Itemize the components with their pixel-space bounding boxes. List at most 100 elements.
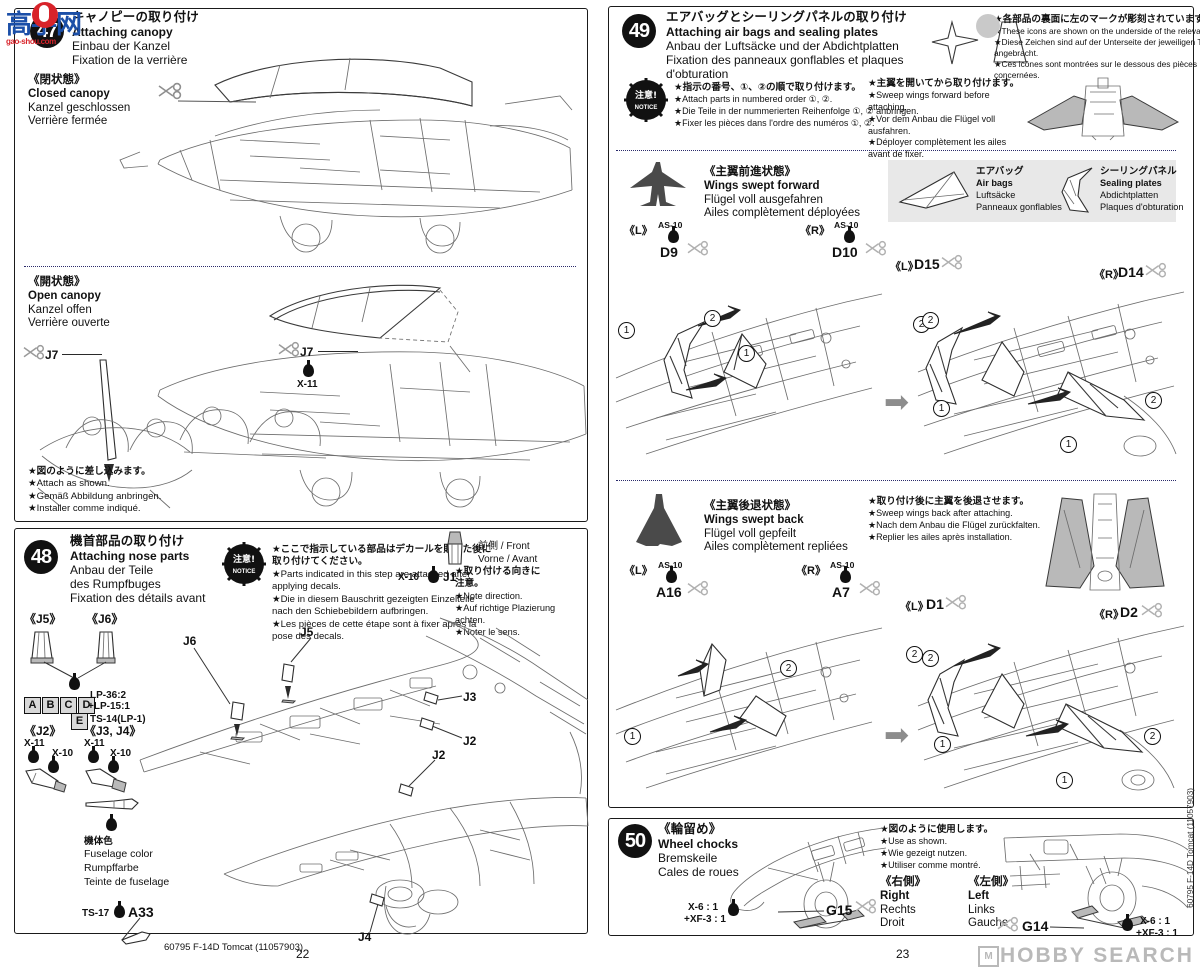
wings-back-block: 《主翼後退状態》 Wings swept back Flügel voll ge… bbox=[704, 500, 848, 555]
paint-dot-d10 bbox=[844, 226, 855, 243]
order-number-2-fwd-right-b: 2 bbox=[1145, 392, 1162, 409]
part-j6-placed bbox=[230, 701, 246, 741]
part-j6-shape bbox=[96, 631, 116, 664]
underside-icon-note-jp: ★各部品の裏面に左のマークが彫刻されています。 bbox=[994, 14, 1200, 25]
sweep-forward-note-en2: attaching. bbox=[868, 102, 908, 113]
right-side-de: Rechts bbox=[880, 903, 916, 916]
step49-title-fr: Fixation des panneaux gonflables et plaq… bbox=[666, 53, 904, 68]
part-j34-shape bbox=[85, 768, 127, 793]
watermark-box-icon: M bbox=[978, 946, 999, 967]
underside-icon-note-fr1: ★Ces icônes sont montrées sur le dessous… bbox=[994, 59, 1198, 70]
leader-g14 bbox=[1049, 926, 1085, 929]
label-j2-diagram-top: J2 bbox=[463, 734, 477, 748]
step49-number: 49 bbox=[622, 14, 656, 48]
paint-as10-d10: AS-10 bbox=[834, 220, 859, 230]
step47-divider bbox=[24, 266, 576, 267]
paint-dot-a7 bbox=[840, 566, 851, 583]
watermark-text: HOBBY SEARCH bbox=[1000, 944, 1194, 967]
svg-text:NOTICE: NOTICE bbox=[635, 105, 658, 111]
airbag-legend-en: Air bags bbox=[976, 178, 1013, 189]
step50-note-de: ★Wie gezeigt nutzen. bbox=[880, 848, 968, 859]
step48-title-jp: 機首部品の取り付け bbox=[70, 534, 185, 548]
sprue-cut-icon bbox=[158, 82, 182, 100]
sweep-forward-note-fr1: ★Déployer complètement les ailes bbox=[868, 137, 1007, 148]
order-number-1-back-right: 1 bbox=[934, 736, 951, 753]
step48-notice-fr1: ★Les pièces de cette étape sont à fixer … bbox=[272, 618, 477, 630]
part-a33-leader bbox=[121, 917, 151, 945]
step50-title-de: Bremskeile bbox=[658, 850, 718, 865]
sealing-legend-en: Sealing plates bbox=[1100, 178, 1162, 189]
step48-title: 機首部品の取り付け Attaching nose parts Anbau der… bbox=[70, 534, 205, 605]
wings-back-left-artwork bbox=[615, 627, 883, 789]
left-side-jp: 《左側》 bbox=[968, 876, 1014, 888]
wings-forward-block: 《主翼前進状態》 Wings swept forward Flügel voll… bbox=[704, 166, 860, 221]
underside-icon-note-de2: angebracht. bbox=[994, 48, 1039, 59]
wings-forward-right-artwork bbox=[917, 291, 1185, 457]
order-number-2-fwd-right: 2 bbox=[922, 312, 939, 329]
paint-ts14: TS-14(LP-1) bbox=[90, 714, 146, 725]
open-canopy-en: Open canopy bbox=[28, 289, 101, 302]
order-number-1-fwd-left-b: 1 bbox=[738, 345, 755, 362]
step48-number: 48 bbox=[24, 540, 58, 574]
svg-text:注意!: 注意! bbox=[635, 89, 657, 101]
label-j6-callout: 《J6》 bbox=[86, 612, 124, 626]
sweep-forward-note-en1: ★Sweep wings forward before bbox=[868, 90, 990, 101]
sweep-forward-note-de2: ausfahren. bbox=[868, 125, 911, 136]
sealing-legend-fr: Plaques d'obturation bbox=[1100, 202, 1184, 213]
label-j5-diagram: J5 bbox=[300, 625, 314, 639]
sprue-cut-icon-d15 bbox=[941, 254, 962, 270]
paint-j34-x11: X-11 bbox=[84, 738, 105, 749]
step47-note-fr: ★Installer comme indiqué. bbox=[28, 503, 141, 515]
leader-j6-diagram bbox=[193, 647, 231, 705]
page-right: 49 エアバッグとシーリングパネルの取り付け Attaching air bag… bbox=[600, 0, 1200, 975]
part-j5-shape bbox=[30, 631, 54, 664]
paint-as10-d9: AS-10 bbox=[658, 220, 683, 230]
step48-title-de2: des Rumpfbuges bbox=[70, 577, 161, 592]
leader-j5-diagram bbox=[290, 637, 312, 663]
paint-leader-j5-j6 bbox=[43, 661, 107, 679]
step48-title-fr: Fixation des détails avant bbox=[70, 591, 206, 606]
step47-title-de: Einbau der Kanzel bbox=[72, 38, 171, 53]
step50-note-fr: ★Utiliser comme montré. bbox=[880, 859, 981, 870]
wings-back-topview-icon bbox=[1045, 493, 1165, 591]
page-number-left: 22 bbox=[296, 947, 310, 961]
open-canopy-artwork bbox=[268, 284, 471, 373]
wings-forward-fr: Ailes complètement déployées bbox=[704, 207, 860, 220]
leader-j3-j2 bbox=[419, 691, 463, 739]
tag-l-d15: 《L》 bbox=[890, 261, 919, 273]
closed-canopy-artwork bbox=[119, 57, 573, 254]
sweep-forward-note-jp: ★主翼を開いてから取り付けます。 bbox=[868, 78, 1020, 89]
step47-note-de: ★Gemäß Abbildung anbringen. bbox=[28, 490, 162, 502]
part-j5-placed bbox=[281, 663, 297, 704]
underside-mark-dot-icon bbox=[976, 14, 1000, 38]
airbag-legend-de: Luftsäcke bbox=[976, 190, 1016, 201]
step48-notice-fr2: pose des decals. bbox=[272, 631, 344, 643]
step50-title-jp: 《輪留め》 bbox=[658, 822, 722, 836]
airbag-legend-text: エアバッグ Air bags Luftsäcke Panneaux gonfla… bbox=[976, 166, 1062, 214]
underside-mark-icons bbox=[931, 19, 1027, 65]
paint-as10-a7: AS-10 bbox=[830, 560, 855, 570]
underside-icon-note-en: ★These icons are shown on the underside … bbox=[994, 26, 1200, 37]
leader-line-closed-canopy bbox=[177, 100, 257, 103]
paint-dot-j2-x11 bbox=[28, 746, 39, 763]
step48-title-de: Anbau der Teile bbox=[70, 562, 154, 577]
step47-note-en: ★Attach as shown. bbox=[28, 478, 110, 490]
closed-canopy-de: Kanzel geschlossen bbox=[28, 101, 131, 114]
step47-title: キャノピーの取り付け Attaching canopy Einbau der K… bbox=[72, 10, 199, 67]
sealing-plate-part-icon bbox=[1061, 167, 1093, 213]
underside-icon-note: ★各部品の裏面に左のマークが彫刻されています。 ★These icons are… bbox=[994, 14, 1200, 81]
step50-panel bbox=[608, 818, 1194, 936]
sprue-cut-icon-a16 bbox=[687, 580, 708, 596]
step50-title: 《輪留め》 Wheel chocks Bremskeile Cales de r… bbox=[658, 822, 739, 879]
paint-dot-j7 bbox=[303, 360, 314, 377]
wings-back-de: Flügel voll gepfeilt bbox=[704, 527, 797, 540]
direction-note-jp1: ★取り付ける向きに bbox=[455, 566, 541, 577]
step49-notice-en: ★Attach parts in numbered order ①, ②. bbox=[674, 94, 833, 105]
left-side-de: Links bbox=[968, 903, 995, 916]
paint-lp36: LP-36:2 bbox=[90, 690, 127, 701]
step49-notice-stamp: 注意! NOTICE bbox=[624, 78, 668, 122]
step47-note-jp: ★図のように差し込みます。 bbox=[28, 466, 151, 477]
order-number-1-back-right-b: 1 bbox=[1056, 772, 1073, 789]
step48-notice-de1: ★Die in diesem Bauschritt gezeigten Einz… bbox=[272, 593, 475, 605]
sprue-cut-icon-d10 bbox=[865, 240, 886, 256]
